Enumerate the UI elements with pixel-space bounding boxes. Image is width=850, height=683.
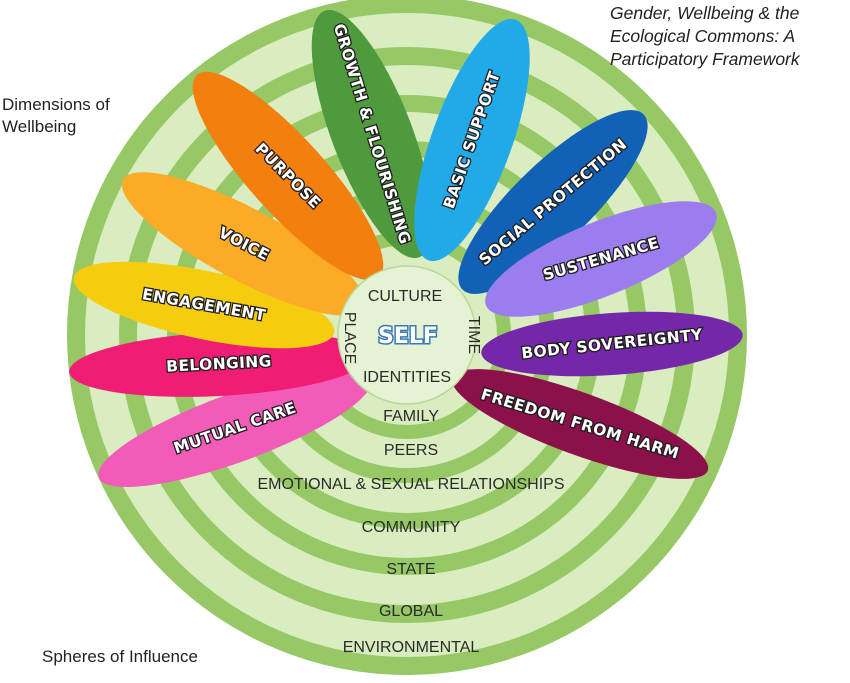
petal-shape — [485, 201, 717, 317]
self-center-circle — [337, 265, 477, 405]
petal-shape — [458, 110, 648, 294]
petal-shape — [414, 18, 530, 262]
petal: BODY SOVEREIGNTY — [481, 311, 743, 377]
petal-shape — [98, 369, 372, 487]
petal-shape — [192, 71, 384, 281]
dimensions-label-line-2: Wellbeing — [2, 117, 77, 137]
sphere-label: PEERS — [384, 442, 438, 459]
spheres-of-influence-label: Spheres of Influence — [42, 647, 198, 666]
petal-shape — [451, 369, 709, 479]
spheres-labels: FAMILY PEERS EMOTIONAL & SEXUAL RELATIONSH… — [257, 408, 564, 656]
dimensions-of-wellbeing-label: Dimensions of Wellbeing — [2, 94, 172, 139]
center-self-label: SELF — [378, 324, 438, 349]
framework-title-line-1: Gender, Wellbeing & the — [610, 3, 800, 23]
petal-shape — [311, 9, 433, 259]
petal: MUTUAL CARE — [98, 369, 372, 487]
self-center: CULTURE IDENTITIES PLACE TIME SELF — [337, 265, 482, 405]
center-culture-label: CULTURE — [368, 288, 442, 305]
sphere-label: STATE — [386, 561, 435, 578]
sphere-label: COMMUNITY — [362, 519, 461, 536]
center-time-label: TIME — [465, 316, 482, 354]
sphere-label: ENVIRONMENTAL — [343, 639, 480, 656]
petal-shape — [481, 311, 743, 377]
petal-shape — [121, 172, 367, 316]
petal-shape — [73, 261, 335, 349]
petal: BASIC SUPPORT — [414, 18, 530, 262]
center-identities-label: IDENTITIES — [363, 369, 451, 386]
dimensions-label-line-1: Dimensions of — [2, 95, 110, 114]
framework-title: Gender, Wellbeing & the Ecological Commo… — [610, 2, 848, 71]
wellbeing-petals: MUTUAL CAREBELONGINGENGAGEMENTVOICEPURPO… — [69, 9, 743, 487]
sphere-label: GLOBAL — [379, 603, 443, 620]
sphere-label: EMOTIONAL & SEXUAL RELATIONSHIPS — [257, 476, 564, 493]
petal: VOICE — [121, 172, 367, 316]
framework-title-line-2: Ecological Commons: A — [610, 26, 796, 47]
framework-title-line-3: Participatory Framework — [610, 49, 800, 70]
petal: ENGAGEMENT — [73, 261, 335, 349]
center-place-label: PLACE — [341, 312, 358, 364]
petal: SUSTENANCE — [485, 201, 717, 317]
petal: PURPOSE — [192, 71, 384, 281]
sphere-label: FAMILY — [383, 408, 439, 425]
